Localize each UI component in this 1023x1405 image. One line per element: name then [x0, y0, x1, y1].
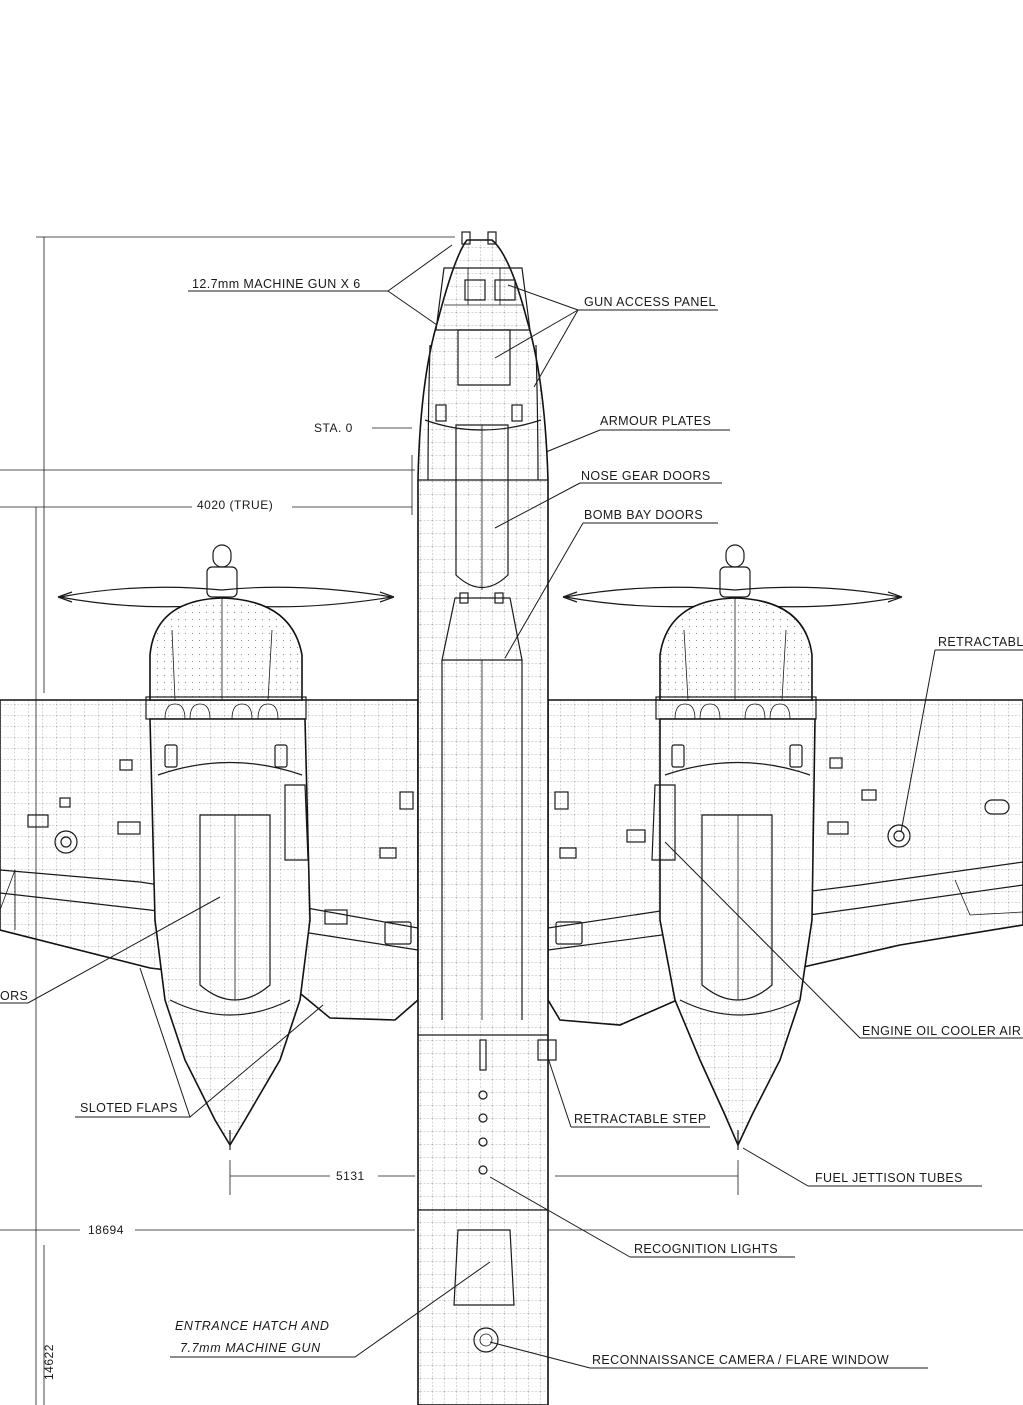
callout-labels: 12.7mm MACHINE GUN X 6 GUN ACCESS PANEL … — [0, 277, 1023, 1367]
label-fuel-jettison: FUEL JETTISON TUBES — [815, 1171, 963, 1185]
label-machine-gun: 12.7mm MACHINE GUN X 6 — [192, 277, 361, 291]
dimension-lines — [0, 236, 1023, 1405]
dim-sta-zero: STA. 0 — [314, 421, 353, 435]
label-retractable-partial: RETRACTABL — [938, 635, 1023, 649]
label-machine-gun-7mm: 7.7mm MACHINE GUN — [180, 1341, 321, 1355]
dim-length: 18694 — [88, 1223, 124, 1237]
label-recognition-lights: RECOGNITION LIGHTS — [634, 1242, 778, 1256]
label-entrance-hatch: ENTRANCE HATCH AND — [175, 1319, 330, 1333]
label-retractable-step: RETRACTABLE STEP — [574, 1112, 707, 1126]
label-armour-plates: ARMOUR PLATES — [600, 414, 711, 428]
label-gun-access-panel: GUN ACCESS PANEL — [584, 295, 716, 309]
fuselage — [417, 231, 557, 1405]
label-engine-oil-cooler: ENGINE OIL COOLER AIR — [862, 1024, 1021, 1038]
leader-lines — [0, 244, 1023, 1369]
label-recon-camera: RECONNAISSANCE CAMERA / FLARE WINDOW — [592, 1353, 889, 1367]
right-engine-nacelle — [562, 544, 903, 1150]
dimension-labels: STA. 0 4020 (TRUE) 5131 18694 14622 — [42, 421, 365, 1380]
label-doors-partial: ORS — [0, 989, 28, 1003]
dim-nacelle-spacing: 5131 — [336, 1169, 365, 1183]
label-nose-gear-doors: NOSE GEAR DOORS — [581, 469, 711, 483]
label-sloted-flaps: SLOTED FLAPS — [80, 1101, 178, 1115]
left-engine-nacelle — [57, 544, 395, 1150]
dim-span-true: 4020 (TRUE) — [197, 498, 273, 512]
label-bomb-bay-doors: BOMB BAY DOORS — [584, 508, 703, 522]
dim-vertical: 14622 — [42, 1344, 56, 1380]
